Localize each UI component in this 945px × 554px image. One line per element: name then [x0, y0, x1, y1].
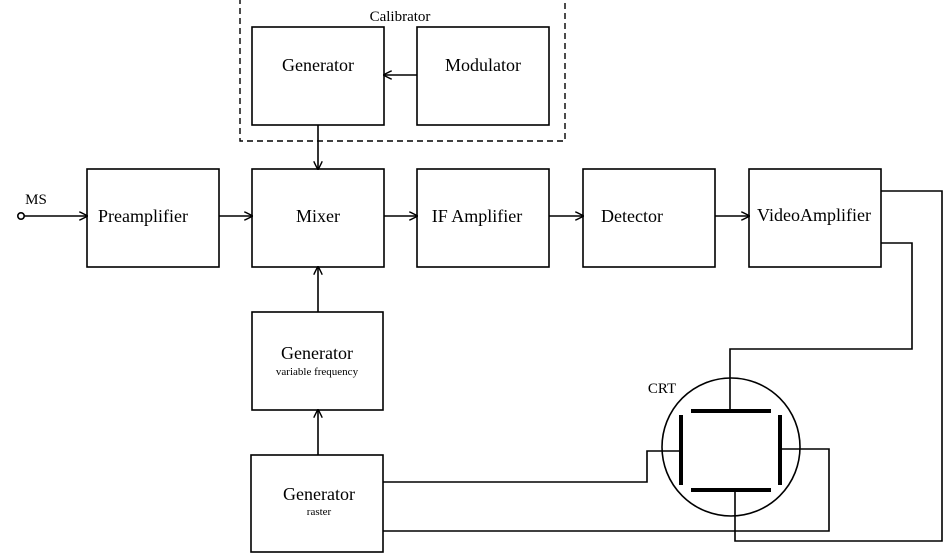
detector-label: Detector	[601, 206, 663, 226]
raster-generator-sublabel: raster	[307, 506, 332, 518]
video-amplifier-label: VideoAmplifier	[757, 205, 871, 225]
raster-generator-label: Generator	[283, 484, 355, 504]
detector-block: Detector	[582, 168, 716, 268]
preamplifier-block: Preamplifier	[86, 168, 220, 268]
input-terminal	[16, 212, 25, 221]
input-label: MS	[25, 192, 47, 208]
mixer-block: Mixer	[251, 168, 385, 268]
video-amplifier-block: VideoAmplifier	[748, 168, 882, 268]
modulator-block: Modulator	[416, 26, 550, 126]
if-amplifier-block: IF Amplifier	[416, 168, 550, 268]
variable-frequency-generator-block: Generator variable frequency	[251, 311, 384, 411]
preamplifier-label: Preamplifier	[98, 206, 188, 226]
wire-video-amplifier-to-crt-bottom-plate	[734, 190, 943, 542]
wire-raster-to-crt-right-plate	[383, 448, 830, 532]
calibrator-label: Calibrator	[370, 9, 431, 25]
mixer-label: Mixer	[296, 206, 340, 226]
variable-frequency-generator-label: Generator	[281, 343, 353, 363]
crt-label: CRT	[648, 381, 676, 397]
calibrator-generator-block: Generator	[251, 26, 385, 126]
raster-generator-block: Generator raster	[250, 454, 384, 553]
modulator-label: Modulator	[445, 55, 521, 75]
wire-raster-to-crt-left-plate	[383, 450, 681, 483]
calibrator-group	[239, 0, 566, 142]
variable-frequency-generator-sublabel: variable frequency	[276, 366, 359, 378]
wire-video-amplifier-to-crt-top-plate	[729, 242, 913, 411]
calibrator-generator-label: Generator	[282, 55, 354, 75]
if-amplifier-label: IF Amplifier	[432, 206, 523, 226]
